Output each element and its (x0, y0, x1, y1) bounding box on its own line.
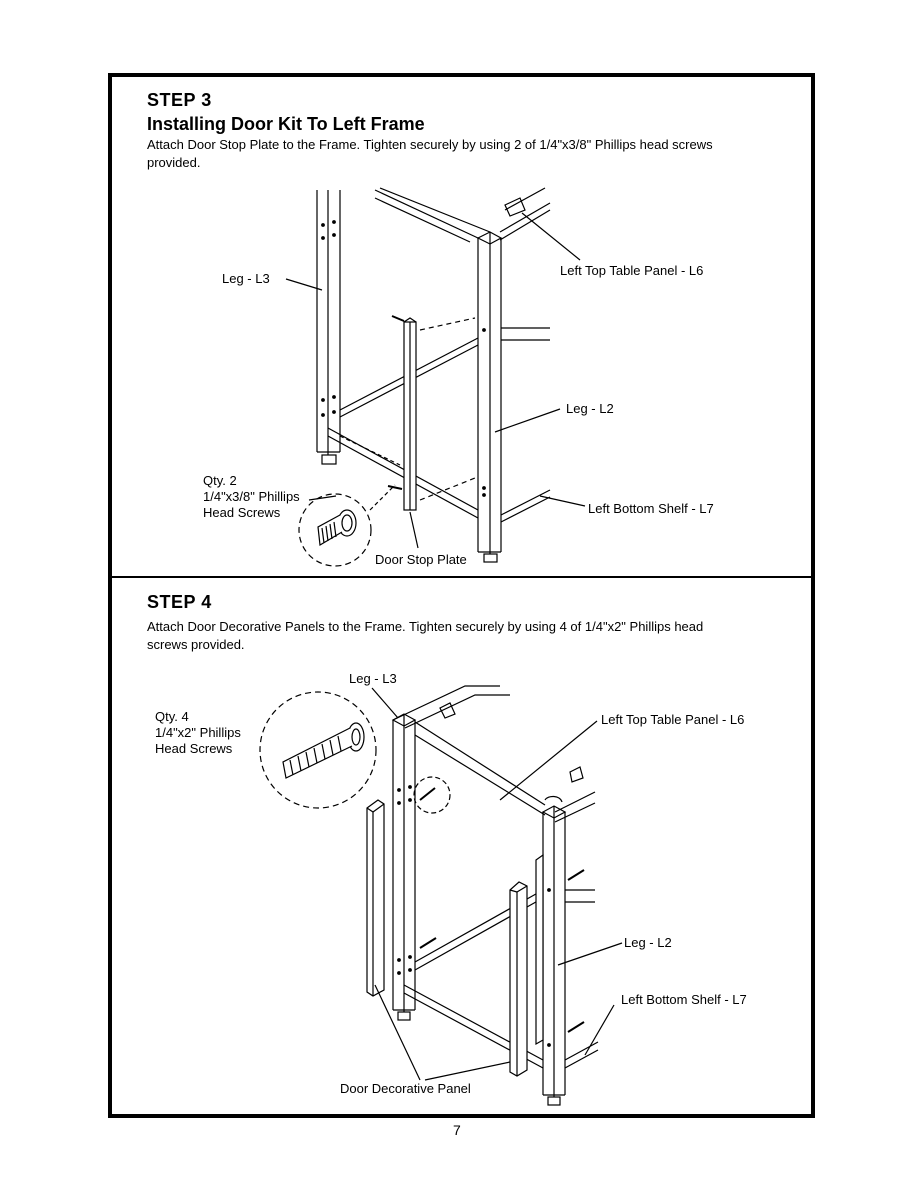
page-number: 7 (453, 1122, 461, 1138)
step4-heading: STEP 4 (147, 592, 212, 612)
step4-left-top-table-panel-label: Left Top Table Panel - L6 (601, 712, 745, 727)
leg-l2-step3 (476, 231, 503, 563)
step-divider (108, 576, 811, 578)
step3-leg-l2-label: Leg - L2 (566, 401, 614, 416)
step4-left-bottom-shelf-label: Left Bottom Shelf - L7 (621, 992, 747, 1007)
step4-instructions: Attach Door Decorative Panels to the Fra… (147, 619, 704, 652)
top-table-panel-step4 (392, 685, 596, 823)
step3-subheading: Installing Door Kit To Left Frame (147, 114, 425, 134)
screw-icon (387, 315, 405, 490)
screw-icon (419, 787, 585, 1033)
leg-l3-step3 (316, 190, 341, 465)
page-border (108, 73, 815, 1118)
enlarged-screw-icon (317, 509, 357, 546)
step3-screw-type-label: Head Screws (203, 505, 281, 520)
door-decorative-panel-left (366, 799, 385, 997)
step4-screw-type-label: Head Screws (155, 741, 233, 756)
step3-leg-l3-label: Leg - L3 (222, 271, 270, 286)
step3-left-bottom-shelf-label: Left Bottom Shelf - L7 (588, 501, 714, 516)
leg-l3-step4 (391, 713, 417, 1021)
step4-leg-l3-label: Leg - L3 (349, 671, 397, 686)
step3-door-stop-plate-label: Door Stop Plate (375, 552, 467, 567)
step4-screw-size-label: 1/4"x2" Phillips (155, 725, 241, 740)
door-stop-plate (403, 317, 417, 511)
step4-leg-l2-label: Leg - L2 (624, 935, 672, 950)
step4-qty-label: Qty. 4 (155, 709, 189, 724)
step4-door-decorative-panel-label: Door Decorative Panel (340, 1081, 471, 1096)
top-table-panel-step3 (374, 187, 551, 243)
enlarged-long-screw-icon (282, 722, 365, 779)
step3-heading: STEP 3 (147, 90, 212, 110)
door-decorative-panel-right (509, 853, 544, 1077)
step3-qty-label: Qty. 2 (203, 473, 237, 488)
leg-l2-step4 (541, 805, 567, 1106)
step3-instructions: Attach Door Stop Plate to the Frame. Tig… (147, 137, 713, 170)
step3-screw-size-label: 1/4"x3/8" Phillips (203, 489, 300, 504)
step3-left-top-table-panel-label: Left Top Table Panel - L6 (560, 263, 704, 278)
